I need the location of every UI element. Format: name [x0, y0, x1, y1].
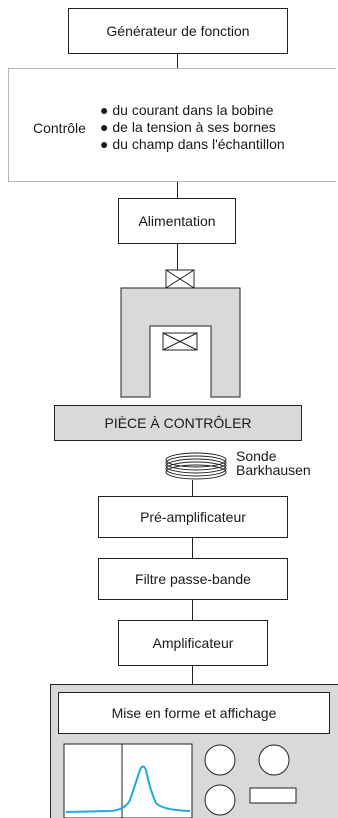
coil-icon [162, 332, 198, 351]
slot-icon [249, 787, 297, 804]
control-panel: Contrôle ● du courant dans la bobine ● d… [8, 68, 336, 182]
amplifier-box: Amplificateur [118, 620, 268, 666]
probe-label-line1: Sonde [236, 448, 277, 464]
bandpass-filter-box: Filtre passe-bande [98, 558, 288, 600]
coil-icon [165, 269, 195, 289]
connector-line [192, 538, 193, 558]
preamplifier-box: Pré-amplificateur [98, 496, 288, 538]
function-generator-label: Générateur de fonction [106, 23, 250, 39]
control-bullet-item: ● du champ dans l'échantillon [100, 136, 285, 152]
oscilloscope-screen-icon [63, 743, 193, 818]
connector-line [177, 182, 178, 198]
shaping-display-box: Mise en forme et affichage [58, 692, 330, 734]
bullet-icon: ● [100, 102, 113, 118]
knob-icon [204, 784, 236, 816]
knob-icon [258, 744, 290, 776]
bullet-icon: ● [100, 119, 113, 135]
connector-line [177, 244, 178, 270]
control-bullet-item: ● du courant dans la bobine [100, 102, 274, 118]
power-supply-box: Alimentation [118, 198, 236, 244]
probe-label: Sonde Barkhausen [236, 449, 311, 477]
connector-line [192, 480, 193, 496]
probe-label-line2: Barkhausen [236, 462, 311, 478]
knob-icon [204, 744, 236, 776]
shaping-display-label: Mise en forme et affichage [111, 705, 277, 721]
connector-line [192, 600, 193, 620]
amplifier-label: Amplificateur [152, 635, 234, 651]
specimen-bar: PIÈCE À CONTRÔLER [54, 405, 302, 441]
bullet-icon: ● [100, 136, 113, 152]
connector-line [192, 666, 193, 684]
preamplifier-label: Pré-amplificateur [140, 509, 246, 525]
yoke-core [120, 287, 241, 398]
function-generator-box: Générateur de fonction [68, 8, 288, 54]
control-bullet-list: ● du courant dans la bobine ● de la tens… [100, 102, 285, 153]
control-bullet-item: ● de la tension à ses bornes [100, 119, 276, 135]
bandpass-filter-label: Filtre passe-bande [135, 571, 251, 587]
connector-line [177, 54, 178, 68]
power-supply-label: Alimentation [138, 213, 216, 229]
barkhausen-probe-icon [165, 452, 227, 480]
control-title: Contrôle [33, 120, 86, 136]
specimen-label: PIÈCE À CONTRÔLER [104, 415, 252, 431]
